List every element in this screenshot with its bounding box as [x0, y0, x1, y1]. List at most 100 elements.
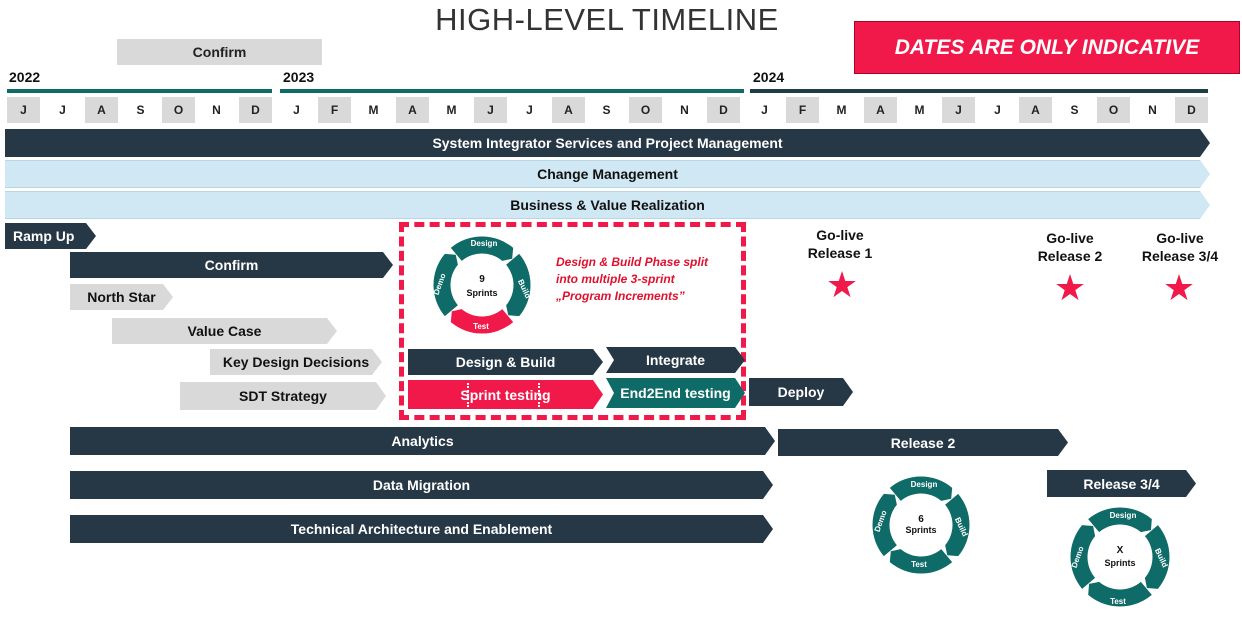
cycle-count: X [1117, 545, 1124, 556]
month-cell: A [85, 97, 118, 123]
cycle-segment-test [889, 549, 953, 574]
month-cell: N [680, 103, 689, 117]
cycle-count: 6 [918, 514, 924, 525]
sprint-divider-2 [538, 383, 540, 407]
cycle-segment-design [1088, 507, 1152, 533]
month-cell: J [293, 103, 300, 117]
month-cell: D [707, 97, 740, 123]
month-cell: O [162, 97, 195, 123]
month-cell: J [942, 97, 975, 123]
month-cell: S [602, 103, 611, 117]
cycle-sprints-label: Sprints [1104, 558, 1135, 568]
golive-release-2: Go-live Release 2 [1028, 229, 1112, 265]
month-cell: N [212, 103, 221, 117]
year-line-2024 [750, 89, 1208, 93]
bar-integrate: Integrate [606, 347, 745, 373]
golive-label-line1: Go-live [1046, 230, 1094, 246]
golive-label-line2: Release 3/4 [1141, 248, 1219, 264]
month-cell: O [629, 97, 662, 123]
month-cell: F [318, 97, 351, 123]
month-cell: J [994, 103, 1001, 117]
year-label-2023: 2023 [283, 69, 315, 85]
month-cell: A [552, 97, 585, 123]
sprint-cycle-6: 6 Sprints Design Build Test Demo [872, 476, 970, 574]
month-cell: J [474, 97, 507, 123]
month-cell: S [136, 103, 145, 117]
bar-si-services: System Integrator Services and Project M… [5, 129, 1210, 157]
month-cell: J [59, 103, 66, 117]
bar-north-star: North Star [70, 284, 173, 310]
cycle-segment-test [1088, 581, 1152, 607]
cycle-test-label: Test [1110, 597, 1126, 606]
bar-analytics: Analytics [70, 427, 775, 455]
month-cell: S [1070, 103, 1079, 117]
month-cell: F [786, 97, 819, 123]
month-cell: M [368, 103, 379, 117]
bar-data-migration: Data Migration [70, 471, 773, 499]
bar-release-2: Release 2 [778, 429, 1068, 456]
golive-label-line2: Release 2 [1037, 248, 1103, 264]
cycle-design-label: Design [471, 239, 498, 248]
cycle-test-label: Test [473, 322, 489, 331]
cycle-segment-build [945, 493, 970, 557]
cycle-segment-demo [433, 253, 458, 317]
month-cell: O [1097, 97, 1130, 123]
bar-release-3-4: Release 3/4 [1047, 470, 1196, 497]
month-cell: J [761, 103, 768, 117]
bar-ramp-up: Ramp Up [5, 223, 96, 249]
month-cell: A [396, 97, 429, 123]
sprint-divider-1 [467, 383, 469, 407]
star-icon: ★ [1053, 267, 1087, 308]
month-cell: D [1175, 97, 1208, 123]
bar-business-value: Business & Value Realization [5, 191, 1210, 219]
month-cell: J [7, 97, 40, 123]
design-build-phase-box [399, 222, 746, 420]
bar-sprint-testing: Sprint testing [408, 380, 603, 409]
year-line-2022 [7, 89, 272, 93]
cycle-design-label: Design [911, 480, 938, 489]
bar-confirm: Confirm [70, 252, 393, 278]
year-line-2023 [280, 89, 744, 93]
golive-release-3-4: Go-live Release 3/4 [1134, 229, 1226, 265]
cycle-count: 9 [479, 274, 485, 285]
bar-design-build: Design & Build [408, 349, 603, 375]
month-cell: A [1019, 97, 1052, 123]
golive-label-line1: Go-live [1156, 230, 1204, 246]
star-icon: ★ [825, 264, 859, 305]
star-icon: ★ [1162, 267, 1196, 308]
cycle-segment-demo [1070, 525, 1096, 589]
cycle-segment-demo [872, 493, 897, 557]
bar-deploy: Deploy [749, 378, 853, 406]
sprint-cycle-x: X Sprints Design Build Test Demo [1070, 507, 1170, 607]
cycle-segment-build [506, 253, 531, 317]
bar-value-case: Value Case [112, 318, 337, 344]
month-cell: A [864, 97, 897, 123]
bar-e2e-testing: End2End testing [606, 378, 745, 408]
cycle-design-label: Design [1110, 511, 1137, 520]
month-cell: M [446, 103, 457, 117]
cycle-test-label: Test [911, 560, 927, 569]
design-build-note: Design & Build Phase split into multiple… [556, 255, 709, 303]
month-cell: D [239, 97, 272, 123]
bar-tech-architecture: Technical Architecture and Enablement [70, 515, 773, 543]
month-cell: M [914, 103, 925, 117]
month-cell: M [836, 103, 847, 117]
cycle-segment-build [1144, 525, 1170, 589]
cycle-segment-design [450, 236, 514, 261]
month-cell: N [1148, 103, 1157, 117]
confirm-header-label: Confirm [117, 39, 322, 65]
bar-change-management: Change Management [5, 160, 1210, 188]
year-label-2024: 2024 [753, 69, 785, 85]
golive-release-1: Go-live Release 1 [800, 226, 880, 262]
cycle-sprints-label: Sprints [466, 288, 497, 298]
cycle-segment-test [450, 309, 514, 334]
cycle-segment-design [889, 476, 953, 501]
golive-label-line1: Go-live [816, 227, 864, 243]
sprint-cycle-9: 9 Sprints Design Build Test Demo [432, 236, 533, 334]
bar-sdt-strategy: SDT Strategy [180, 382, 386, 410]
golive-label-line2: Release 1 [807, 245, 873, 261]
year-label-2022: 2022 [9, 69, 41, 85]
bar-key-design-decisions: Key Design Decisions [210, 349, 382, 375]
disclaimer-banner: DATES ARE ONLY INDICATIVE [854, 21, 1240, 74]
month-cell: J [526, 103, 533, 117]
